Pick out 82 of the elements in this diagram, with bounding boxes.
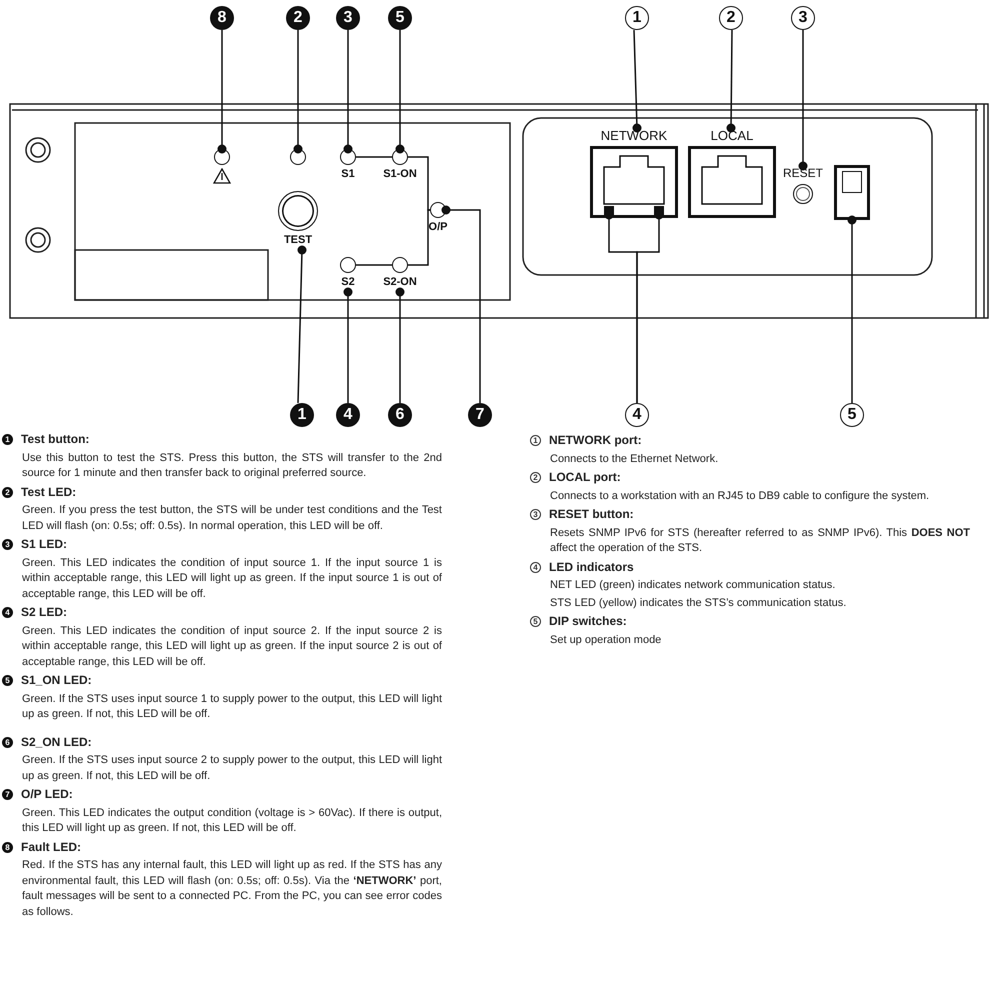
callout-number: 7: [468, 403, 492, 427]
callout-number: 1: [530, 435, 541, 446]
callout-number: 8: [210, 6, 234, 30]
description-text: Use this button to test the STS. Press this button, the STS will transfer to the 2nd source for 1 minute and then transfer back to original preferred source.: [22, 450, 442, 481]
panel-label: NETWORK: [600, 128, 668, 143]
leader-line: [396, 288, 404, 403]
description-text: Resets SNMP IPv6 for STS (hereafter referred to as SNMP IPv6). This DOES NOT affect the operation of the STS.: [550, 526, 970, 556]
panel-label: LOCAL: [710, 128, 754, 143]
description-text: Green. If the STS uses input source 1 to supply power to the output, this LED will light up as green. If not, this LED will be off.: [22, 692, 442, 722]
callout-number: 1: [625, 6, 649, 30]
leader-line: [344, 30, 352, 154]
description-text: Green. This LED indicates the condition of input source 2. If the input source 2 is within acceptable range, this LED will light up as green. If the input source 2 is out of acceptable range, this LED will be off.: [22, 624, 442, 670]
description-text: NET LED (green) indicates network communication status.: [550, 578, 836, 593]
callout-number: 2: [719, 6, 743, 30]
panel-label: S1: [341, 168, 355, 180]
callout-number: 5: [530, 616, 541, 628]
leader-line: [294, 30, 302, 154]
item-heading: LED indicators: [549, 560, 634, 575]
description-text: STS LED (yellow) indicates the STS’s communication status.: [550, 596, 848, 610]
connecting-line: [408, 156, 430, 211]
item-heading: DIP switches:: [549, 614, 627, 630]
callout-number: 2: [2, 486, 13, 498]
leader-line: [396, 30, 404, 154]
description-text: Green. This LED indicates the condition of input source 1. If the input source 1 is within acceptable range, this LED will light up as green. If the input source 1 is out of acceptable range, this LED will be off.: [22, 556, 442, 602]
connecting-line: [356, 264, 392, 266]
panel-label: S2: [341, 276, 355, 288]
callout-number: 4: [625, 403, 649, 427]
item-heading: RESET button:: [549, 507, 634, 522]
leader-line: [726, 30, 736, 132]
item-heading: S2 LED:: [21, 605, 68, 620]
callout-number: 6: [2, 736, 13, 748]
led-indicator: [212, 149, 232, 185]
ethernet-port: [588, 128, 680, 220]
callout-number: 3: [336, 6, 360, 30]
ethernet-port: [686, 128, 778, 220]
dip-switch: [834, 165, 870, 220]
item-heading: LOCAL port:: [549, 470, 621, 486]
item-heading: S2_ON LED:: [21, 734, 92, 750]
callout-number: 5: [2, 675, 13, 686]
panel-label: RESET: [782, 166, 823, 180]
item-heading: Fault LED:: [21, 840, 81, 855]
description-text: Set up operation mode: [550, 632, 662, 648]
callout-number: 4: [336, 403, 360, 427]
leader-line: [632, 30, 642, 132]
leader-line: [297, 246, 306, 404]
callout-number: 4: [530, 562, 541, 573]
item-heading: Test button:: [21, 432, 90, 448]
item-heading: NETWORK port:: [549, 433, 642, 448]
callout-number: 4: [2, 607, 13, 618]
leader-line: [344, 288, 352, 403]
leader-line: [218, 30, 226, 154]
callout-number: 5: [840, 403, 864, 427]
description-text: Red. If the STS has any internal fault, this LED will light up as red. If the STS has any environmental fault, this LED will flash (on: 0.5s; off: 0.5s). Via the ‘NETWORK’ port, fault messages will be sent to a connected PC. From the PC, you can see error codes as follows.: [22, 858, 442, 920]
item-heading: O/P LED:: [21, 787, 73, 802]
callout-number: 6: [388, 403, 412, 427]
callout-number: 8: [2, 842, 13, 853]
leader-line: [848, 216, 856, 403]
description-text: Green. If you press the test button, the STS will be under test conditions and the Test LED will flash (on: 0.5s; off: 0.5s). In normal operation, this LED will be off.: [22, 503, 442, 534]
connecting-line: [408, 209, 430, 266]
leader-line: [798, 30, 808, 170]
callout-number: 7: [2, 789, 13, 800]
callout-number: 3: [791, 6, 815, 30]
item-heading: S1_ON LED:: [21, 673, 92, 688]
panel-label: S1-ON: [383, 168, 417, 180]
callout-number: 5: [388, 6, 412, 30]
panel-label: TEST: [284, 234, 312, 246]
description-text: Green. If the STS uses input source 2 to supply power to the output, this LED will light up as green. If not, this LED will be off.: [22, 753, 442, 784]
item-heading: S1 LED:: [21, 537, 68, 552]
item-heading: Test LED:: [21, 484, 76, 500]
description-text: Connects to a workstation with an RJ45 to DB9 cable to configure the system.: [550, 488, 930, 504]
callout-number: 2: [286, 6, 310, 30]
panel-label: S2-ON: [383, 276, 417, 288]
panel-label: O/P: [428, 221, 448, 233]
callout-number: 3: [530, 509, 541, 520]
connecting-line: [356, 156, 392, 158]
callout-number: 2: [530, 472, 541, 484]
description-text: Connects to the Ethernet Network.: [550, 452, 720, 466]
callout-number: 1: [2, 434, 13, 446]
callout-number: 1: [290, 403, 314, 427]
leader-line: [442, 206, 481, 403]
description-text: Green. This LED indicates the output condition (voltage is > 60Vac). If there is output, this LED will light up as green. If not, this LED will be off.: [22, 806, 442, 836]
callout-number: 3: [2, 539, 13, 550]
